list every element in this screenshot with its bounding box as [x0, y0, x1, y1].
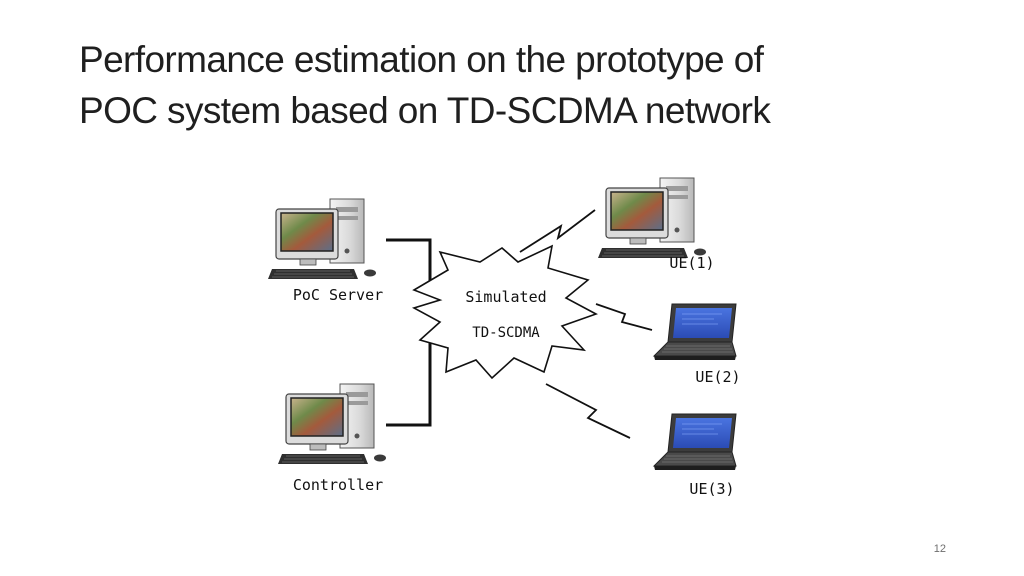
td-scdma-cloud: Simulated TD-SCDMA: [411, 244, 598, 380]
laptop-icon: [653, 303, 737, 361]
wireless-links: [519, 209, 653, 439]
controller-node: Controller: [277, 383, 387, 494]
controller-link: [386, 340, 432, 427]
poc-server-label: PoC Server: [293, 286, 383, 304]
desktop-computer-icon: [277, 383, 387, 465]
title-line-1: Performance estimation on the prototype …: [79, 39, 764, 80]
controller-label: Controller: [293, 476, 383, 494]
title-line-2: POC system based on TD-SCDMA network: [79, 90, 771, 131]
ue3-label: UE(3): [689, 480, 734, 498]
cloud-label-simulated: Simulated: [465, 288, 546, 306]
wireless-link-ue1: [519, 209, 596, 253]
cloud-label-tdscdma: TD-SCDMA: [472, 325, 540, 341]
desktop-computer-icon: [597, 177, 707, 259]
wireless-link-ue2: [595, 303, 653, 331]
ue1-label: UE(1): [669, 254, 714, 272]
server-link: [386, 238, 432, 290]
ue3-node: UE(3): [653, 413, 737, 498]
page-number: 12: [933, 543, 946, 555]
ue1-node: UE(1): [597, 177, 715, 272]
desktop-computer-icon: [267, 198, 377, 280]
ue2-label: UE(2): [695, 368, 740, 386]
poc-server-node: PoC Server: [267, 198, 383, 304]
slide-title: Performance estimation on the prototype …: [79, 34, 959, 136]
laptop-icon: [653, 413, 737, 471]
ue2-node: UE(2): [653, 303, 741, 386]
wired-connections: [386, 238, 432, 427]
wireless-link-ue3: [545, 383, 631, 439]
